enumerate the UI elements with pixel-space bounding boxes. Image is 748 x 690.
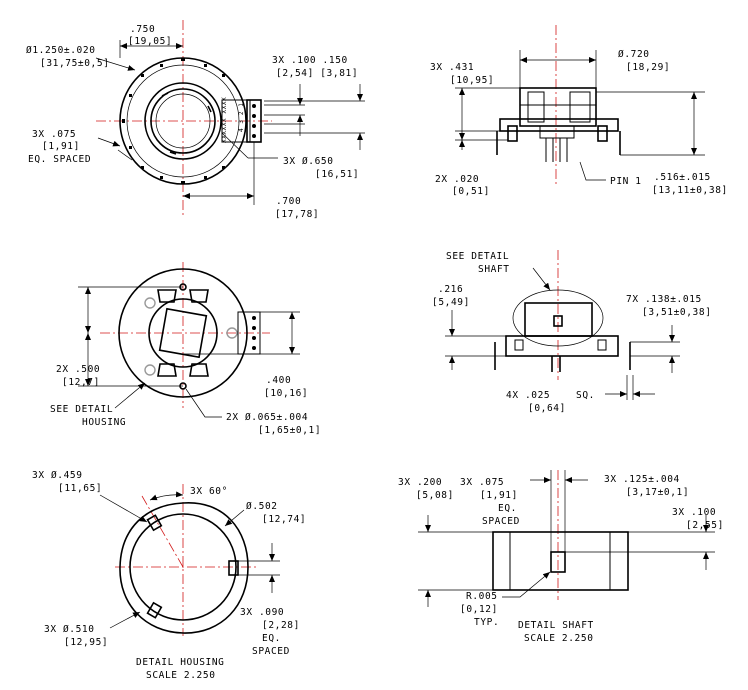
dim-100s-mm: [2,55] [686,520,724,531]
dim-075s-note1: EQ. [498,503,517,514]
dim-400: .400 [266,375,291,386]
detail-shaft-title: DETAIL SHAFT [518,620,594,631]
pin-numbers: 4 3 2 1 [238,103,245,133]
dim-065-mm: [1,65±0,1] [258,425,321,436]
detail-shaft-ref-2: SHAFT [478,264,510,275]
detail-housing-title: DETAIL HOUSING [136,657,224,668]
dim-459: 3X Ø.459 [32,470,83,481]
dim-516-mm: [13,11±0,38] [652,185,728,196]
dim-431-mm: [10,95] [450,75,494,86]
dim-065: 2X Ø.065±.004 [226,412,308,423]
dim-100-150: 3X .100 .150 [272,55,348,66]
label-text: XXXXXX XXXX [221,97,228,143]
dim-138: 7X .138±.015 [626,294,702,305]
dim-125-mm: [3,17±0,1] [626,487,689,498]
pin-label: PIN 1 [610,176,642,187]
back-view: 2X .500 [12,7] SEE DETAIL HOUSING .400 [… [50,262,321,436]
dim-750: .750 [130,24,155,35]
radius-note: TYP. [474,617,499,628]
dim-216-mm: [5,49] [432,297,470,308]
detail-shaft-view: 3X .200 [5,08] 3X .075 [1,91] EQ. SPACED… [398,470,724,644]
radius-mm: [0,12] [460,604,498,615]
dim-431: 3X .431 [430,62,474,73]
detail-shaft-scale: SCALE 2.250 [524,633,594,644]
dim-200-mm: [5,08] [416,490,454,501]
dim-400-mm: [10,16] [264,388,308,399]
dim-090-note1: EQ. [262,633,281,644]
dim-1250-mm: [31,75±0,5] [40,58,110,69]
dim-090-mm: [2,28] [262,620,300,631]
detail-housing-ref: SEE DETAIL [50,404,113,415]
detail-shaft-ref: SEE DETAIL [446,251,509,262]
dim-502-mm: [12,74] [262,514,306,525]
dim-075s-note2: SPACED [482,516,520,527]
dim-020: 2X .020 [435,174,479,185]
radius: R.005 [466,591,498,602]
detail-housing-ref-2: HOUSING [82,417,126,428]
dim-700-mm: [17,78] [275,209,319,220]
dim-510: 3X Ø.510 [44,624,95,635]
dim-090-note2: SPACED [252,646,290,657]
dim-075-mm: [1,91] [42,141,80,152]
dim-025-sq: SQ. [576,390,595,401]
dim-075s-mm: [1,91] [480,490,518,501]
dim-650: 3X Ø.650 [283,156,334,167]
side-view: Ø.720 [18,29] 3X .431 [10,95] 2X .020 [0… [430,25,728,197]
dim-100s: 3X .100 [672,507,716,518]
dim-510-mm: [12,95] [64,637,108,648]
dim-502: Ø.502 [246,501,278,512]
dim-075-note: EQ. SPACED [28,154,91,165]
dim-720-mm: [18,29] [626,62,670,73]
dim-650-mm: [16,51] [315,169,359,180]
dim-200: 3X .200 [398,477,442,488]
dim-125: 3X .125±.004 [604,474,680,485]
dim-516: .516±.015 [654,172,711,183]
dim-100-150-mm: [2,54] [3,81] [276,68,358,79]
dim-720: Ø.720 [618,49,650,60]
dim-020-mm: [0,51] [452,186,490,197]
dim-075: 3X .075 [32,129,76,140]
dim-025-mm: [0,64] [528,403,566,414]
dim-075s: 3X .075 [460,477,504,488]
dim-090: 3X .090 [240,607,284,618]
dim-1250: Ø1.250±.020 [26,45,96,56]
dim-60: 3X 60° [190,486,228,497]
dim-750-mm: [19,05] [128,36,172,47]
dim-025: 4X .025 [506,390,550,401]
dim-500-mm: [12,7] [62,377,100,388]
dim-500: 2X .500 [56,364,100,375]
detail-housing-view: 3X 60° 3X Ø.459 [11,65] Ø.502 [12,74] 3X… [32,470,306,681]
dim-138-mm: [3,51±0,38] [642,307,712,318]
profile-view: SEE DETAIL SHAFT .216 [5,49] 7X .138±.01… [432,250,712,414]
dim-216: .216 [438,284,463,295]
dim-459-mm: [11,65] [58,483,102,494]
dim-700: .700 [276,196,301,207]
detail-housing-scale: SCALE 2.250 [146,670,216,681]
front-view: XXXXXX XXXX 4 3 2 1 .750 [19,05] Ø1.250±… [26,20,365,220]
